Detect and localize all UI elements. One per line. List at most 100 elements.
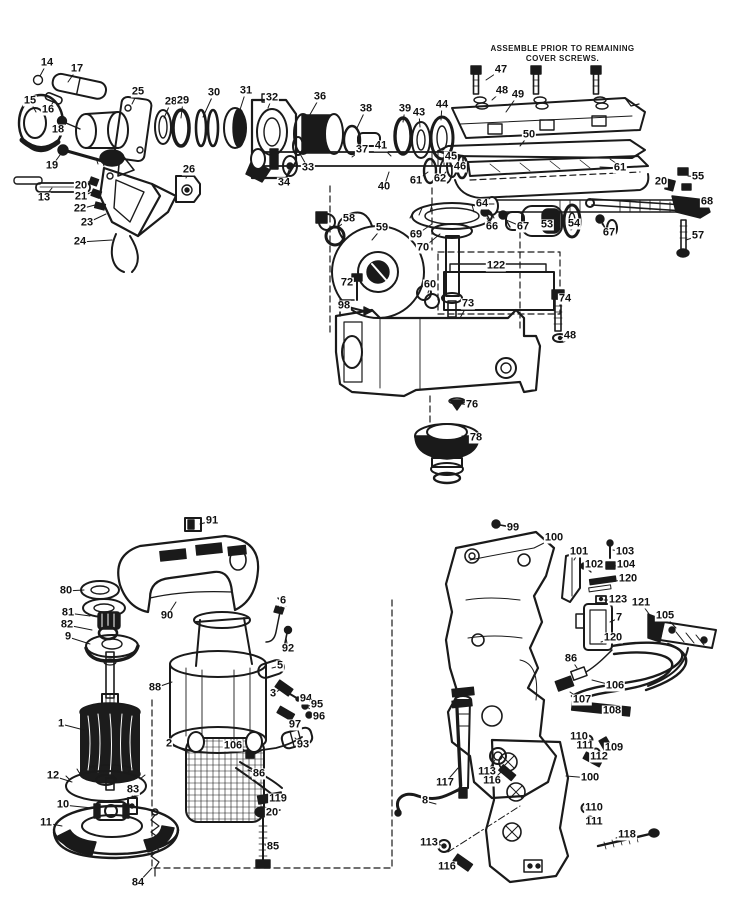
part-label-91: 91 [204, 514, 220, 527]
part-label-24: 24 [72, 235, 88, 248]
part-label-107: 107 [571, 693, 593, 706]
motor-assembly [52, 517, 393, 877]
part-label-49: 49 [510, 88, 526, 101]
part-label-96: 96 [311, 710, 327, 723]
part-label-108: 108 [601, 704, 623, 717]
part-label-36: 36 [312, 90, 328, 103]
part-label-106: 106 [222, 739, 244, 752]
part-label-81: 81 [60, 606, 76, 619]
part-label-76: 76 [464, 398, 480, 411]
assembly-note-line2: COVER SCREWS. [525, 54, 600, 64]
part-label-8: 8 [420, 794, 430, 807]
part-label-95: 95 [309, 698, 325, 711]
part-label-88: 88 [147, 681, 163, 694]
part-label-43: 43 [411, 106, 427, 119]
part-label-119: 119 [268, 792, 288, 805]
part-label-9: 9 [63, 630, 73, 643]
part-label-106: 106 [604, 679, 626, 692]
part-label-121: 121 [630, 596, 652, 609]
part-label-28: 28 [163, 95, 179, 108]
part-label-17: 17 [69, 62, 85, 75]
part-label-94: 94 [298, 692, 314, 705]
part-label-60: 60 [422, 278, 438, 291]
part-label-25: 25 [130, 85, 146, 98]
part-label-34: 34 [276, 176, 292, 189]
part-label-48: 48 [562, 329, 578, 342]
part-label-6: 6 [278, 594, 288, 607]
part-label-80: 80 [58, 584, 74, 597]
part-label-82: 82 [59, 618, 75, 631]
part-label-116: 116 [482, 774, 502, 787]
part-label-86: 86 [251, 767, 267, 780]
part-label-118: 118 [617, 828, 637, 841]
part-label-23: 23 [79, 216, 95, 229]
part-label-31: 31 [238, 84, 254, 97]
part-label-100: 100 [579, 771, 601, 784]
part-label-16: 16 [40, 103, 56, 116]
part-label-44: 44 [434, 98, 450, 111]
part-label-86: 86 [563, 652, 579, 665]
part-label-110: 110 [584, 801, 604, 814]
part-label-100: 100 [543, 531, 565, 544]
part-label-3: 3 [268, 687, 278, 700]
part-label-39: 39 [397, 102, 413, 115]
part-label-110: 110 [569, 730, 589, 743]
part-label-11: 11 [39, 816, 53, 829]
part-label-73: 73 [460, 297, 476, 310]
part-label-123: 123 [607, 593, 629, 606]
cover-screws [470, 65, 609, 110]
part-label-37: 37 [354, 143, 370, 156]
part-label-29: 29 [175, 94, 191, 107]
part-label-22: 22 [72, 202, 88, 215]
part-label-122: 122 [485, 259, 507, 272]
part-label-102: 102 [583, 558, 605, 571]
part-label-15: 15 [22, 94, 38, 107]
part-label-50: 50 [521, 128, 537, 141]
part-label-92: 92 [280, 642, 296, 655]
part-label-66: 66 [484, 220, 500, 233]
part-label-54: 54 [566, 217, 582, 230]
assembly-note-line1: ASSEMBLE PRIOR TO REMAINING [490, 44, 635, 53]
part-label-64: 64 [474, 197, 490, 210]
part-label-33: 33 [300, 161, 316, 174]
part-label-113: 113 [419, 836, 439, 849]
part-label-40: 40 [376, 180, 392, 193]
part-label-84: 84 [130, 876, 146, 889]
part-label-21: 21 [73, 190, 89, 203]
part-label-83: 83 [125, 783, 141, 796]
part-label-97: 97 [287, 718, 303, 731]
bearing-shaft-cluster [245, 93, 469, 185]
part-label-67: 67 [515, 220, 531, 233]
part-label-85: 85 [265, 840, 281, 853]
part-label-38: 38 [358, 102, 374, 115]
part-label-120: 120 [602, 631, 624, 644]
part-label-12: 12 [45, 769, 61, 782]
part-label-101: 101 [568, 545, 590, 558]
part-label-46: 46 [452, 160, 468, 173]
cover-plate-assembly [437, 65, 711, 315]
part-label-111: 111 [584, 815, 604, 828]
part-label-57: 57 [690, 229, 706, 242]
part-label-112: 112 [589, 750, 609, 763]
part-label-26: 26 [181, 163, 197, 176]
part-label-55: 55 [690, 170, 706, 183]
part-label-20: 20 [73, 179, 89, 192]
part-label-72: 72 [339, 276, 355, 289]
part-label-30: 30 [206, 86, 222, 99]
part-label-10: 10 [55, 798, 71, 811]
part-label-47: 47 [493, 63, 509, 76]
part-label-99: 99 [505, 521, 521, 534]
part-label-69: 69 [408, 228, 424, 241]
part-label-98: 98 [336, 299, 352, 312]
part-label-61: 61 [612, 161, 628, 174]
part-label-74: 74 [557, 292, 573, 305]
part-label-113: 113 [477, 765, 497, 778]
part-label-5: 5 [275, 659, 285, 672]
part-label-53: 53 [539, 218, 555, 231]
part-label-20: 20 [264, 806, 280, 819]
part-label-59: 59 [374, 221, 390, 234]
part-label-48: 48 [494, 84, 510, 97]
part-label-58: 58 [341, 212, 357, 225]
part-label-18: 18 [50, 123, 66, 136]
